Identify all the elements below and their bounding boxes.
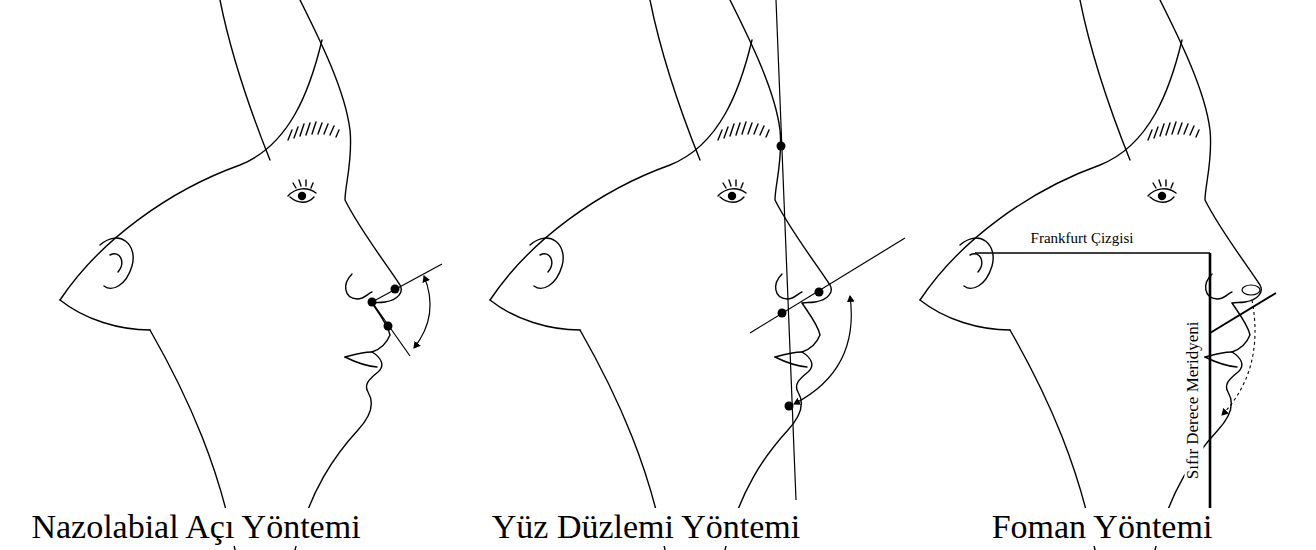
method-title: Foman Yöntemi xyxy=(992,508,1213,545)
face-profile xyxy=(920,0,1261,550)
face-profile xyxy=(490,0,831,550)
line-label: Frankfurt Çizgisi xyxy=(1031,230,1134,247)
method-title: Yüz Düzlemi Yöntemi xyxy=(492,508,800,545)
method-title: Nazolabial Açı Yöntemi xyxy=(31,508,360,545)
line-label: Sıfır Derece Meridyeni xyxy=(1185,321,1204,479)
face-profile xyxy=(60,0,401,550)
